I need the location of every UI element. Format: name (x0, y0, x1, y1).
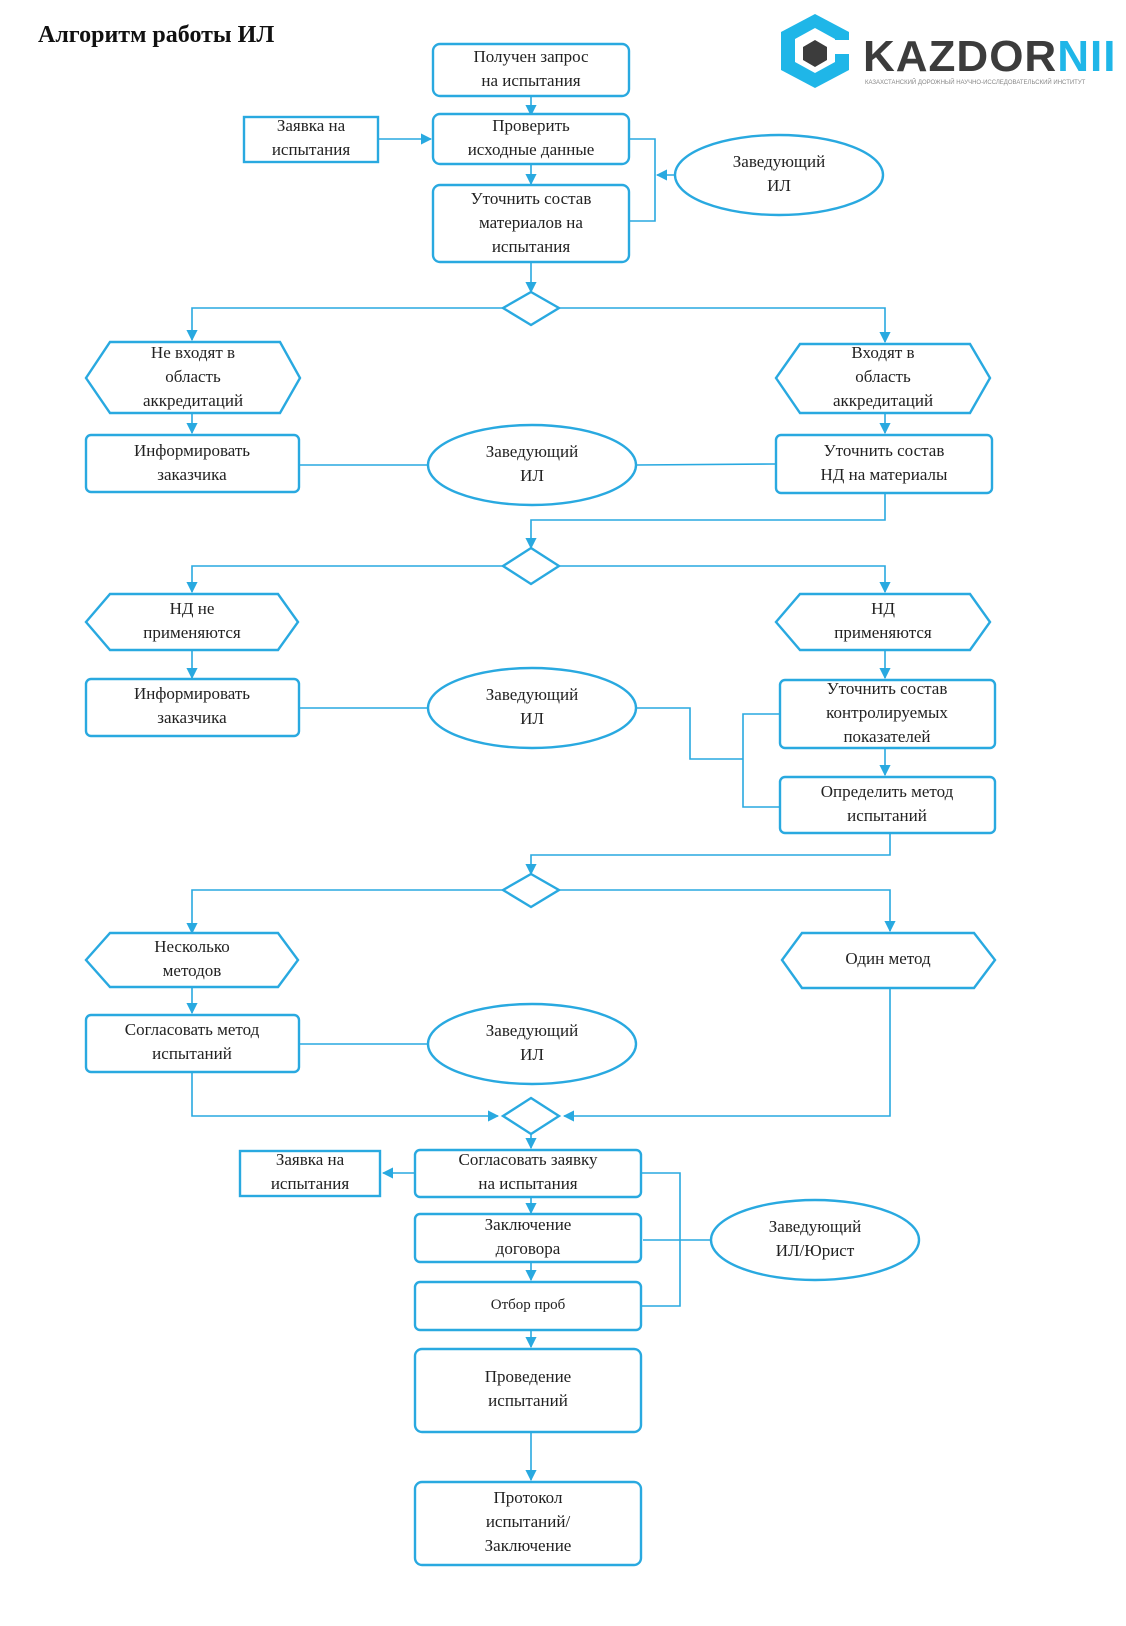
logo-brand: KAZDORNII (863, 32, 1117, 81)
node-label: Отбор проб (491, 1297, 566, 1313)
kazdornii-logo: KAZDORNII КАЗАХСТАНСКИЙ ДОРОЖНЫЙ НАУЧНО-… (775, 10, 1125, 96)
page-title: Алгоритм работы ИЛ (38, 22, 275, 48)
logo-cube-icon (781, 14, 849, 88)
node-sampling: Отбор проб (413, 1280, 643, 1332)
node-one-method: Один метод (780, 931, 997, 990)
node-label: Один метод (845, 949, 931, 968)
decision-3 (500, 872, 562, 909)
decision-4 (500, 1096, 562, 1136)
decision-1 (500, 290, 562, 327)
decision-2 (500, 546, 562, 586)
connectors (186, 97, 896, 1482)
logo-tagline: КАЗАХСТАНСКИЙ ДОРОЖНЫЙ НАУЧНО-ИССЛЕДОВАТ… (865, 80, 1086, 86)
